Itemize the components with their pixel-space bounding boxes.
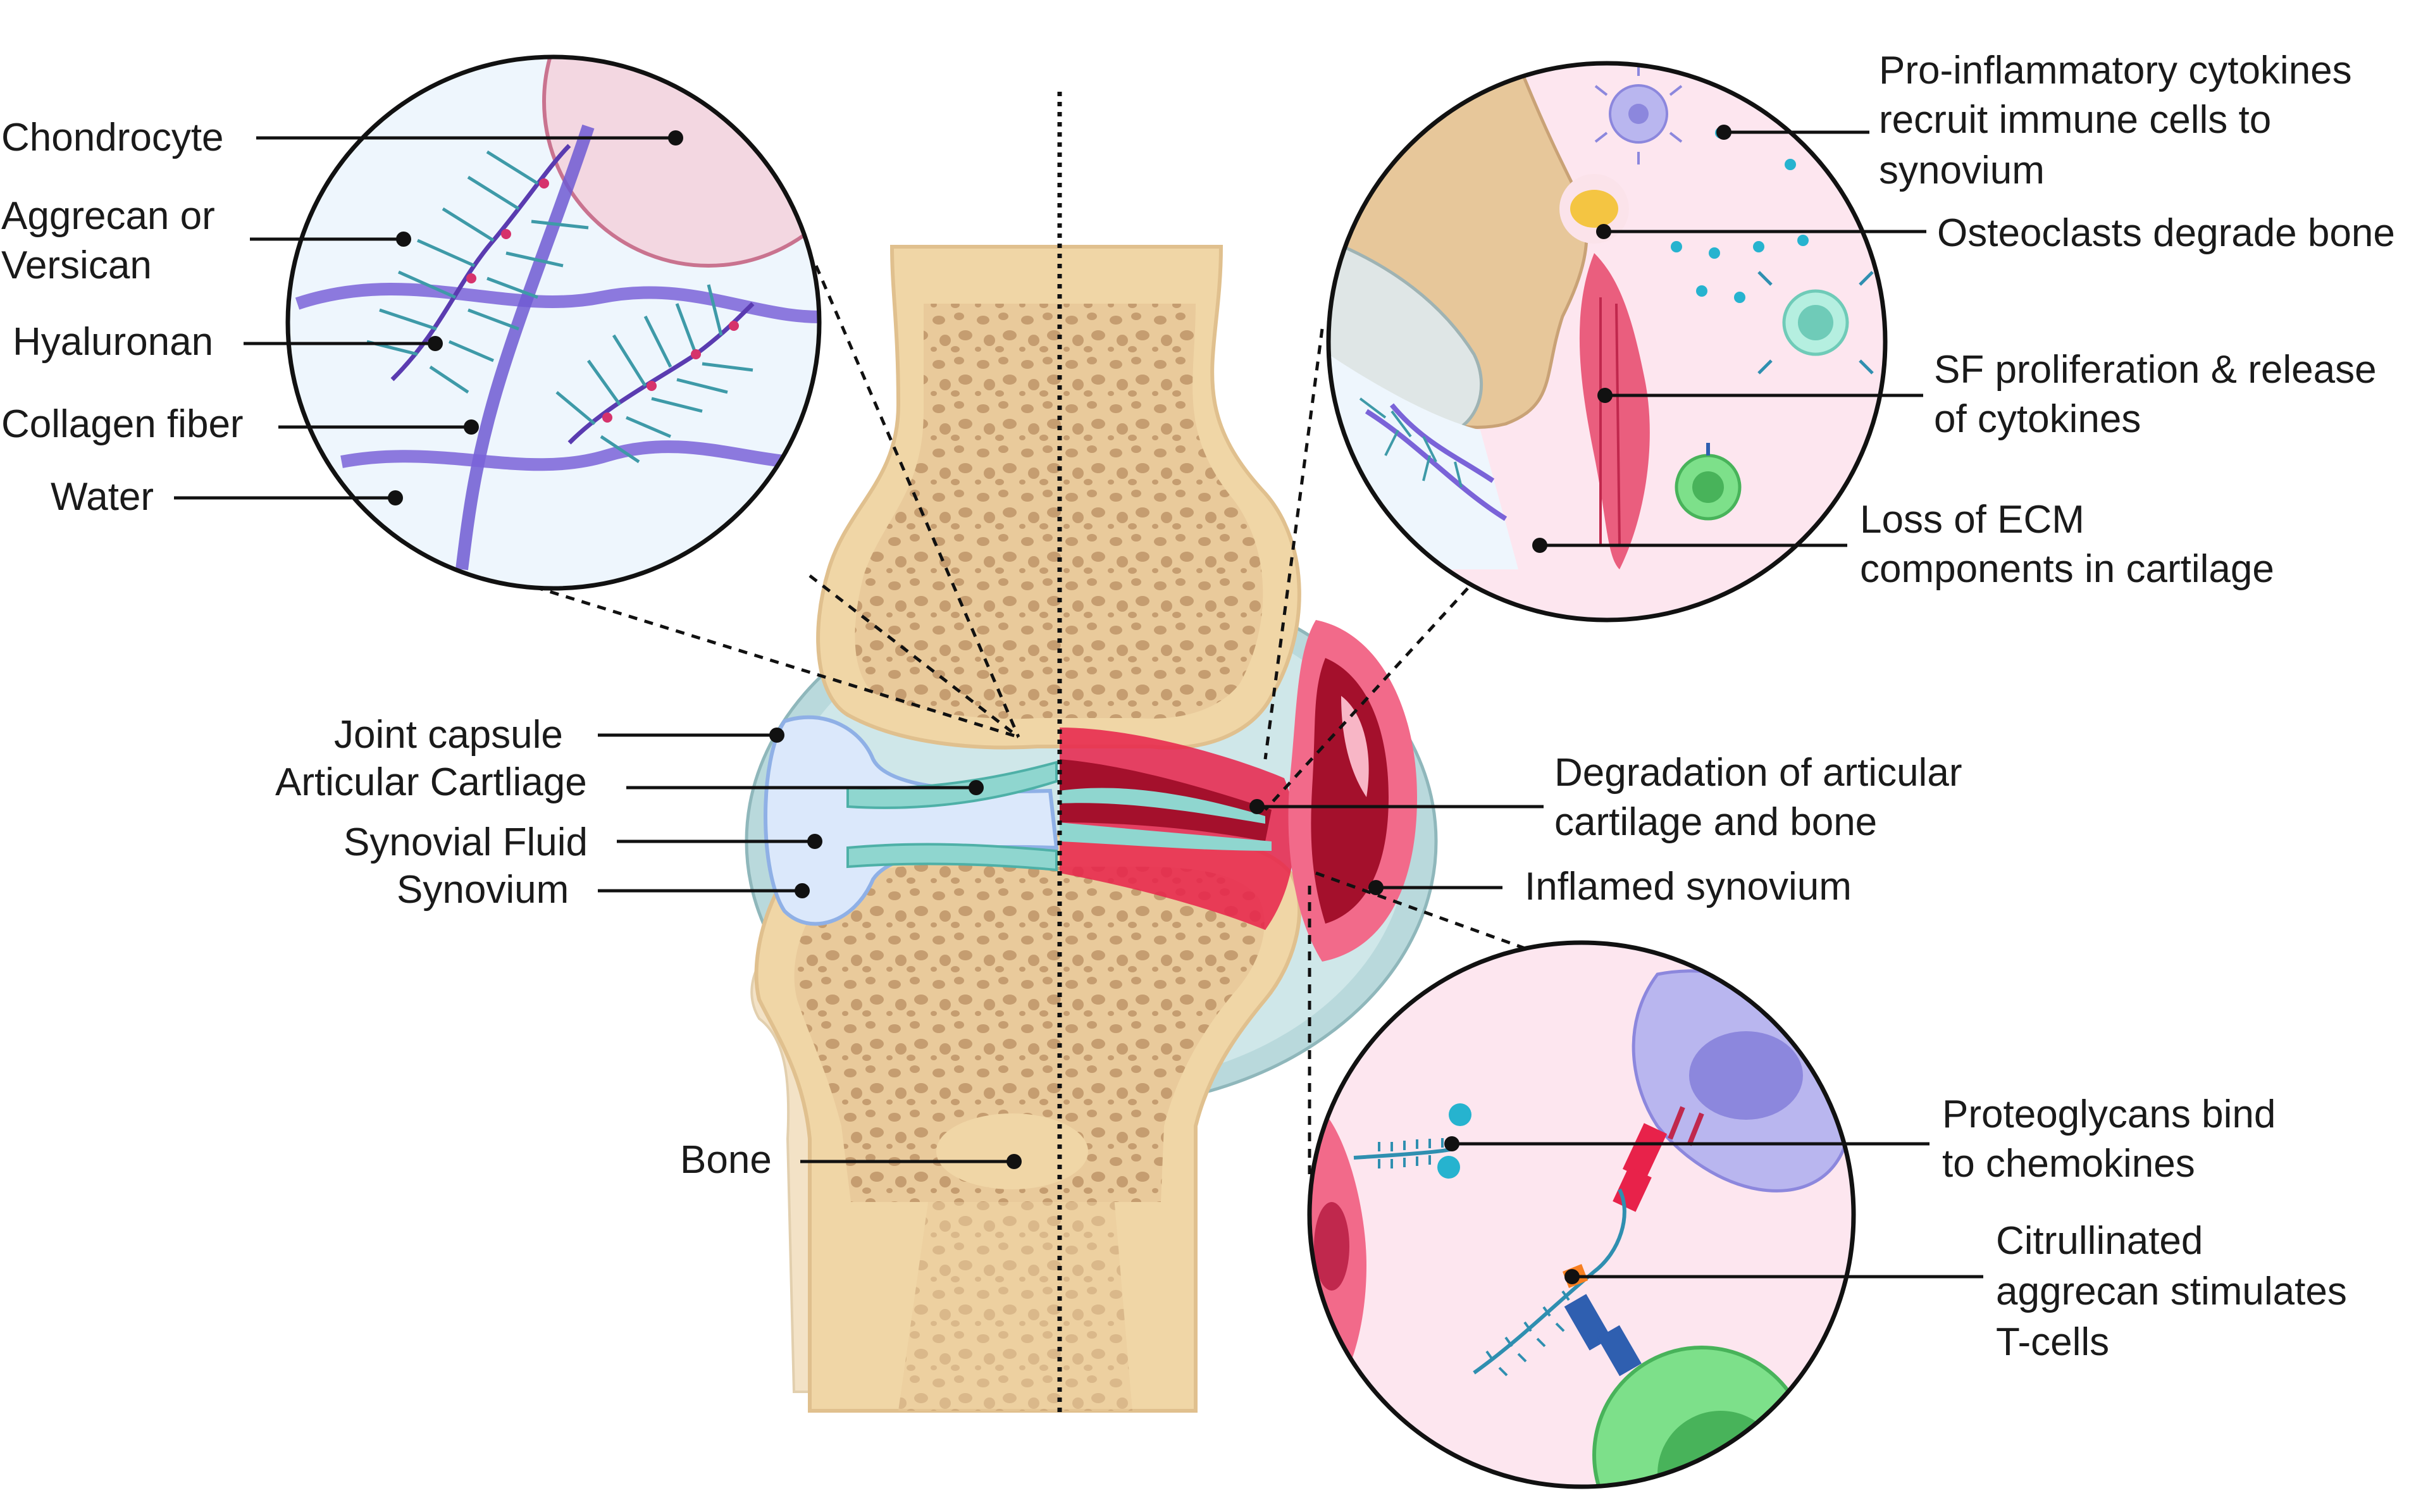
ecm-zoom-circle	[285, 54, 822, 591]
label-synovium: Synovium	[397, 868, 810, 912]
label-bone: Bone	[680, 1138, 1022, 1182]
svg-text:Hyaluronan: Hyaluronan	[13, 320, 213, 364]
svg-text:Citrullinated: Citrullinated	[1996, 1219, 2203, 1263]
label-osteoclasts: Osteoclasts degrade bone	[1596, 211, 2395, 255]
tcell-zoom-circle	[1307, 940, 1856, 1489]
label-water: Water	[51, 475, 403, 519]
svg-text:to chemokines: to chemokines	[1942, 1142, 2195, 1186]
label-aggrecan: Aggrecan or Versican	[1, 194, 411, 287]
label-synovial-fluid: Synovial Fluid	[344, 821, 822, 864]
svg-text:aggrecan stimulates: aggrecan stimulates	[1996, 1270, 2347, 1313]
svg-text:Water: Water	[51, 475, 154, 519]
svg-text:Collagen fiber: Collagen fiber	[1, 402, 244, 446]
label-sf-proliferation: SF proliferation & release of cytokines	[1597, 348, 2377, 441]
label-joint-capsule: Joint capsule	[334, 713, 784, 757]
inflammation-zoom-circle	[1326, 61, 1888, 623]
label-articular-cartilage: Articular Cartliage	[275, 760, 984, 804]
svg-text:Articular Cartliage: Articular Cartliage	[275, 760, 587, 804]
svg-text:Joint capsule: Joint capsule	[334, 713, 563, 757]
svg-text:of cytokines: of cytokines	[1934, 397, 2141, 441]
label-degradation: Degradation of articular cartilage and b…	[1249, 751, 1962, 844]
label-loss-of-ecm: Loss of ECM components in cartilage	[1532, 498, 2274, 591]
svg-text:components in cartilage: components in cartilage	[1860, 547, 2274, 591]
svg-text:Synovium: Synovium	[397, 868, 569, 912]
label-pro-inflammatory-cytokines: Pro-inflammatory cytokines recruit immun…	[1716, 49, 2352, 192]
svg-text:Versican: Versican	[1, 244, 152, 287]
label-citrullinated-aggrecan: Citrullinated aggrecan stimulates T-cell…	[1564, 1219, 2347, 1364]
svg-text:Bone: Bone	[680, 1138, 772, 1182]
svg-text:Degradation of articular: Degradation of articular	[1554, 751, 1962, 795]
label-chondrocyte: Chondrocyte	[1, 116, 683, 159]
svg-text:Proteoglycans bind: Proteoglycans bind	[1942, 1093, 2276, 1136]
svg-text:Inflamed synovium: Inflamed synovium	[1525, 865, 1852, 908]
label-inflamed-synovium: Inflamed synovium	[1368, 865, 1852, 908]
svg-text:cartilage and bone: cartilage and bone	[1554, 800, 1877, 844]
label-proteoglycans: Proteoglycans bind to chemokines	[1444, 1093, 2276, 1186]
svg-text:synovium: synovium	[1879, 149, 2045, 192]
svg-text:Chondrocyte: Chondrocyte	[1, 116, 224, 159]
label-collagen-fiber: Collagen fiber	[1, 402, 479, 446]
svg-text:Osteoclasts degrade bone: Osteoclasts degrade bone	[1937, 211, 2395, 255]
svg-text:SF proliferation & release: SF proliferation & release	[1934, 348, 2377, 392]
label-hyaluronan: Hyaluronan	[13, 320, 443, 364]
svg-text:T-cells: T-cells	[1996, 1320, 2109, 1364]
svg-text:Synovial Fluid: Synovial Fluid	[344, 821, 588, 864]
inflamed-region	[1060, 728, 1295, 930]
svg-text:Loss of ECM: Loss of ECM	[1860, 498, 2084, 542]
svg-text:Pro-inflammatory cytokines: Pro-inflammatory cytokines	[1879, 49, 2352, 92]
svg-text:recruit immune cells to: recruit immune cells to	[1879, 98, 2271, 142]
svg-text:Aggrecan or: Aggrecan or	[1, 194, 215, 238]
